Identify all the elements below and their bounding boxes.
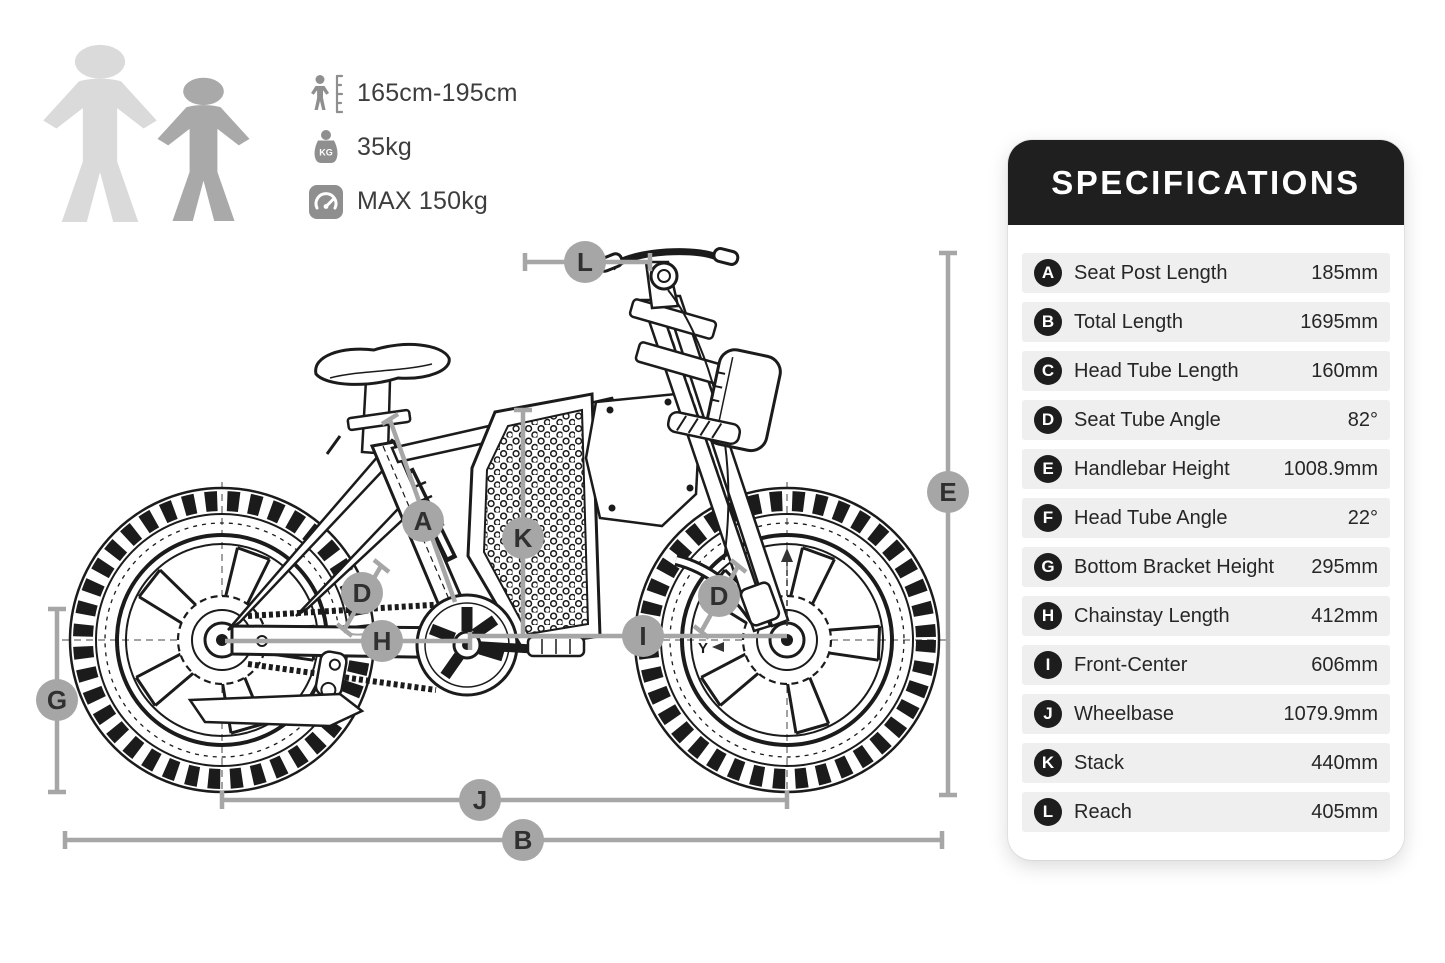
dim-marker-wheelbase: J [459,779,501,821]
spec-row: F Head Tube Angle 22° [1022,498,1390,538]
specifications-title: SPECIFICATIONS [1051,163,1361,201]
spec-row: H Chainstay Length 412mm [1022,596,1390,636]
dim-marker-seat-tube-angle: D [341,572,383,614]
max-load-icon [308,184,344,220]
dim-marker-letter: H [373,626,392,656]
spec-row: J Wheelbase 1079.9mm [1022,694,1390,734]
spec-value: 1695mm [1300,310,1378,333]
spec-value: 160mm [1311,359,1378,382]
spec-value: 405mm [1311,800,1378,823]
dim-marker-letter: E [939,477,956,507]
spec-value: 606mm [1311,653,1378,676]
dim-marker-letter: L [577,247,593,277]
dimension-lines [48,250,957,849]
spec-rows: A Seat Post Length 185mm B Total Length … [1008,225,1404,832]
spec-label: Front-Center [1074,653,1188,676]
dim-marker-head-tube-angle: D [698,575,740,617]
dim-marker-letter: D [710,581,729,611]
rider-info-list: 165cm-195cm KG 35kg MAX 150kg [308,74,518,221]
height-range-row: 165cm-195cm [308,74,518,113]
height-range-text: 165cm-195cm [357,79,518,107]
dim-marker-reach: L [564,241,606,283]
footrest [187,692,365,728]
dim-marker-letter: K [514,523,533,553]
dim-marker-front-center: I [622,615,664,657]
spec-value: 22° [1347,506,1378,529]
dim-marker-seat-post-length: A [402,500,444,542]
spec-label: Chainstay Length [1074,604,1230,627]
spec-label: Reach [1074,800,1132,823]
spec-key-badge: L [1034,798,1062,826]
spec-label: Seat Post Length [1074,261,1228,284]
spec-row: G Bottom Bracket Height 295mm [1022,547,1390,587]
spec-value: 412mm [1311,604,1378,627]
spec-value: 185mm [1311,261,1378,284]
spec-key-badge: A [1034,259,1062,287]
axle-annotations: Y [698,548,793,657]
spec-label: Handlebar Height [1074,457,1230,480]
spec-row: E Handlebar Height 1008.9mm [1022,449,1390,489]
front-axle-note: Y [698,640,708,657]
spec-key-badge: K [1034,749,1062,777]
spec-key-badge: D [1034,406,1062,434]
dimension-markers: A B D D E G H I J K L [36,241,969,861]
spec-key-badge: C [1034,357,1062,385]
dim-marker-letter: B [514,825,533,855]
kg-icon-text: KG [319,148,333,158]
specifications-header: SPECIFICATIONS [1008,140,1404,225]
crankset [415,593,586,697]
spec-key-badge: G [1034,553,1062,581]
spec-key-badge: J [1034,700,1062,728]
dim-marker-letter: I [639,621,646,651]
dim-marker-letter: D [353,578,372,608]
spec-label: Stack [1074,751,1125,774]
spec-row: K Stack 440mm [1022,743,1390,783]
spec-row: D Seat Tube Angle 82° [1022,400,1390,440]
dim-marker-handlebar-height: E [927,471,969,513]
spec-value: 1079.9mm [1283,702,1379,725]
spec-key-badge: F [1034,504,1062,532]
max-load-row: MAX 150kg [308,182,518,221]
spec-value: 440mm [1311,751,1378,774]
spec-value: 295mm [1311,555,1378,578]
dim-marker-stack: K [502,517,544,559]
dim-marker-letter: A [414,506,433,536]
spec-row: A Seat Post Length 185mm [1022,253,1390,293]
spec-key-badge: E [1034,455,1062,483]
bike-weight-row: KG 35kg [308,128,518,167]
spec-label: Bottom Bracket Height [1074,555,1275,578]
spec-label: Wheelbase [1074,702,1175,725]
dim-marker-total-length: B [502,819,544,861]
spec-label: Total Length [1074,310,1183,333]
spec-row: I Front-Center 606mm [1022,645,1390,685]
dim-marker-chainstay-length: H [361,620,403,662]
specifications-panel: SPECIFICATIONS A Seat Post Length 185mm … [1008,140,1404,860]
dim-marker-letter: J [473,785,487,815]
spec-label: Head Tube Angle [1074,506,1228,529]
height-range-icon [308,74,344,114]
dim-marker-letter: G [47,685,67,715]
derailleur [314,650,348,698]
headlight-bracket [666,410,742,446]
spec-key-badge: H [1034,602,1062,630]
bike-weight-icon: KG [308,129,344,166]
bike-diagram: Y A B D D E G H I J K L [36,241,969,861]
spec-key-badge: I [1034,651,1062,679]
spec-label: Head Tube Length [1074,359,1239,382]
spec-row: C Head Tube Length 160mm [1022,351,1390,391]
spec-label: Seat Tube Angle [1074,408,1221,431]
bike-weight-text: 35kg [357,133,413,161]
front-wheel [627,482,947,798]
spec-value: 1008.9mm [1283,457,1379,480]
spec-row: B Total Length 1695mm [1022,302,1390,342]
spec-row: L Reach 405mm [1022,792,1390,832]
dim-marker-bottom-bracket-height: G [36,679,78,721]
spec-key-badge: B [1034,308,1062,336]
max-load-text: MAX 150kg [357,187,489,215]
spec-value: 82° [1347,408,1378,431]
